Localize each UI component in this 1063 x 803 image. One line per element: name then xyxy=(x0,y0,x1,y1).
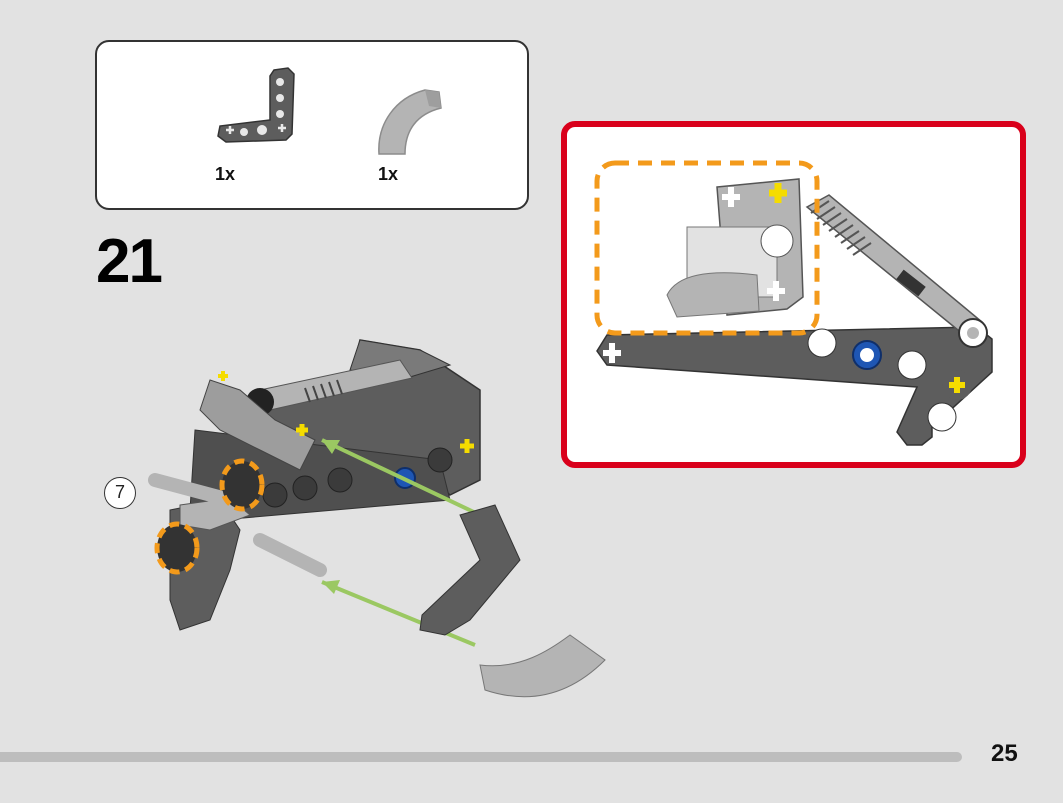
l-beam-part-icon xyxy=(217,67,295,143)
main-assembly-illustration xyxy=(148,339,606,698)
part-quantity-2: 1x xyxy=(378,164,399,184)
sub-assembly-ref-badge: 7 xyxy=(104,477,136,509)
page-number: 25 xyxy=(991,740,1018,767)
parts-list-box: 1x 1x xyxy=(95,40,529,210)
detail-illustration xyxy=(594,160,993,446)
part-quantity-1: 1x xyxy=(215,164,236,184)
step-number: 21 xyxy=(96,227,163,296)
page-progress-bar xyxy=(0,752,962,762)
detail-callout xyxy=(561,121,1026,468)
curved-panel-part-icon xyxy=(378,89,442,155)
